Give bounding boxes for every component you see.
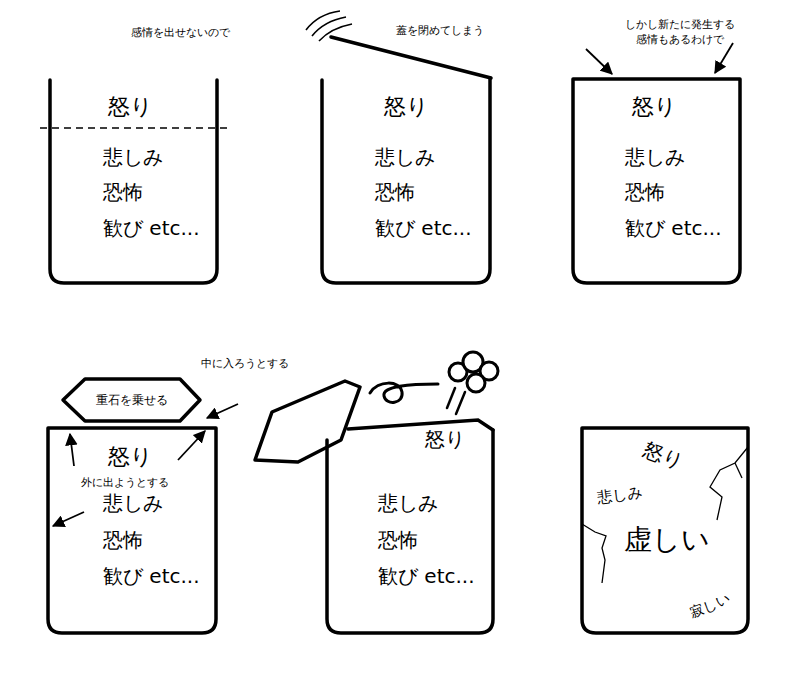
caption-note: 外に出ようとする [81,476,169,491]
emotion-text: 悲しみ [103,146,163,168]
steam-cloud [449,352,498,392]
emotion-text: 重石を乗せる [96,394,168,407]
emotion-text: 恐怖 [625,181,665,203]
emotion-text: 寂しい [688,591,733,621]
emotion-text: 悲しみ [375,146,435,168]
crack-line [582,524,606,583]
outline-path [327,430,493,633]
caption-note: 中に入ろうとする [201,357,289,372]
crack-line [735,463,742,478]
emotion-text: 怒り [425,428,465,450]
sealed-cup: 怒り悲しみ恐怖歓び etc... [573,79,740,283]
emotion-text: 歓び etc... [103,217,200,239]
outline-path [322,78,490,283]
emotion-text: 恐怖 [378,529,418,551]
weight-stone: 重石を乗せる [63,379,200,421]
outline-path [50,80,217,283]
dashed-level [40,127,232,128]
outline-path [63,379,200,421]
emotion-text: 歓び etc... [625,217,722,239]
emotion-text: 怒り [384,95,429,119]
motion-lines [306,11,352,41]
open-cup-rim [348,420,493,430]
emotion-text: 恐怖 [103,529,143,551]
tilted-lid [331,37,491,78]
emotion-text: 悲しみ [597,484,644,507]
emotion-text: 恐怖 [103,181,143,203]
crack-line [710,447,748,520]
weighted-cup: 怒り悲しみ恐怖歓び etc... [48,428,216,633]
emotion-text: 歓び etc... [378,565,475,587]
cup: 怒り悲しみ恐怖歓び etc... [50,80,217,283]
emotion-text: 悲しみ [378,492,438,514]
emotion-text: 怒り [632,95,677,119]
outline-path [48,428,216,633]
outline-path [582,428,748,633]
caption-note: 蓋を閉めてしまう [396,24,484,39]
caption-note: 感情を出せないので [131,26,230,41]
emotion-text: 虚しい [624,525,710,556]
emotion-text: 悲しみ [625,146,685,168]
swirl [370,383,438,402]
lidded-cup: 怒り悲しみ恐怖歓び etc... [322,80,490,283]
flying-lid [255,381,360,462]
steam-lines [447,388,465,414]
emotion-text: 歓び etc... [375,217,472,239]
burst-cup: 怒り悲しみ恐怖歓び etc... [327,425,493,633]
caption-note: しかし新たに発生する 感情もあるわけで [621,18,739,48]
emotion-text: 歓び etc... [103,565,200,587]
outline-path [573,79,740,283]
cracked-cup: 怒り悲しみ虚しい寂しい [582,428,748,633]
emotion-text: 怒り [108,95,153,119]
emotion-text: 恐怖 [375,181,415,203]
emotion-text: 悲しみ [103,492,163,514]
emotion-text: 怒り [640,438,685,472]
emotion-text: 怒り [108,445,153,469]
